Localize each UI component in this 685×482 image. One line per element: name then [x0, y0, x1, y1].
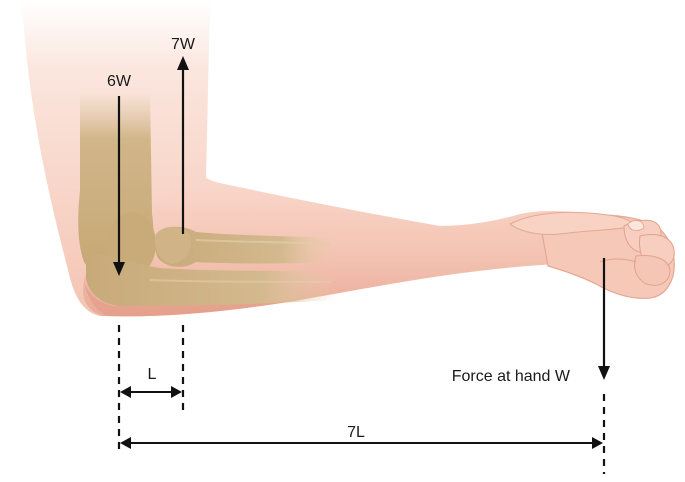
- dimension-arrow-l: [120, 386, 182, 398]
- label-7l: 7L: [347, 424, 365, 441]
- label-force-at-hand: Force at hand W: [452, 368, 571, 385]
- label-6w: 6W: [107, 73, 132, 90]
- label-l: L: [148, 366, 157, 383]
- label-7w: 7W: [171, 36, 196, 53]
